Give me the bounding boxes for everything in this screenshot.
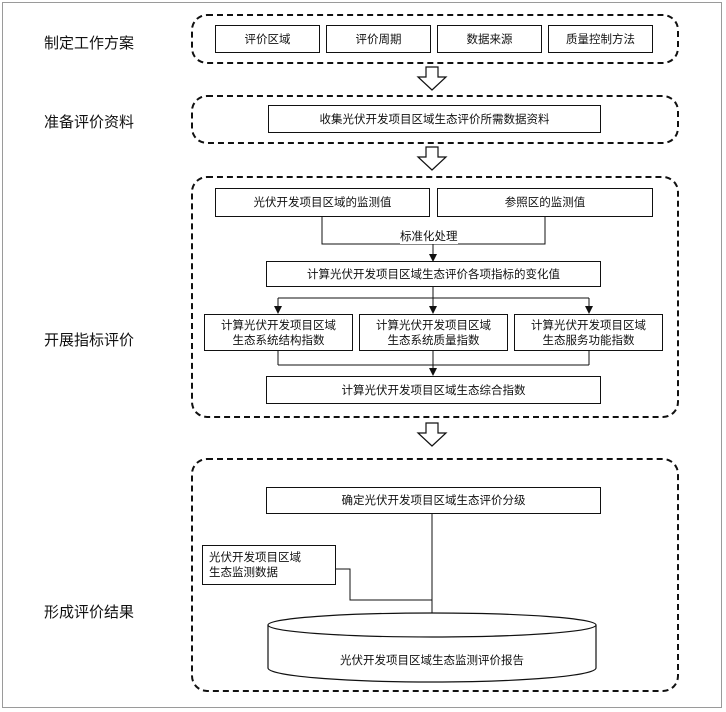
line-monitor-data	[336, 568, 432, 601]
quality-index-box: 计算光伏开发项目区域 生态系统质量指数	[359, 314, 508, 351]
stage-arrow-2	[416, 146, 448, 171]
report-cylinder-top	[267, 612, 597, 638]
group-prepare	[191, 95, 679, 144]
group-evaluate	[191, 176, 679, 418]
group-result	[191, 458, 679, 692]
report-cylinder	[267, 625, 597, 683]
composite-index-box: 计算光伏开发项目区域生态综合指数	[266, 376, 601, 404]
stage-label-plan: 制定工作方案	[44, 34, 135, 52]
plan-item-region: 评价区域	[215, 25, 320, 53]
plan-item-quality-control: 质量控制方法	[548, 25, 653, 53]
project-monitor-box: 光伏开发项目区域的监测值	[215, 188, 430, 217]
stage-label-prepare: 准备评价资料	[44, 113, 135, 131]
change-value-box: 计算光伏开发项目区域生态评价各项指标的变化值	[266, 261, 601, 287]
plan-item-source: 数据来源	[437, 25, 542, 53]
report-label: 光伏开发项目区域生态监测评价报告	[340, 653, 524, 667]
standardize-label: 标准化处理	[400, 228, 458, 244]
stage-label-result: 形成评价结果	[44, 603, 135, 621]
collect-data-box: 收集光伏开发项目区域生态评价所需数据资料	[268, 105, 601, 133]
service-index-box: 计算光伏开发项目区域 生态服务功能指数	[514, 314, 663, 351]
group-plan	[191, 14, 679, 64]
monitor-data-box: 光伏开发项目区域 生态监测数据	[202, 545, 336, 585]
stage-arrow-3	[416, 422, 448, 447]
stage-arrow-1	[416, 66, 448, 91]
structure-index-box: 计算光伏开发项目区域 生态系统结构指数	[204, 314, 353, 351]
grade-box: 确定光伏开发项目区域生态评价分级	[266, 487, 601, 514]
reference-monitor-box: 参照区的监测值	[437, 188, 653, 217]
stage-label-evaluate: 开展指标评价	[44, 331, 135, 349]
plan-item-period: 评价周期	[326, 25, 431, 53]
